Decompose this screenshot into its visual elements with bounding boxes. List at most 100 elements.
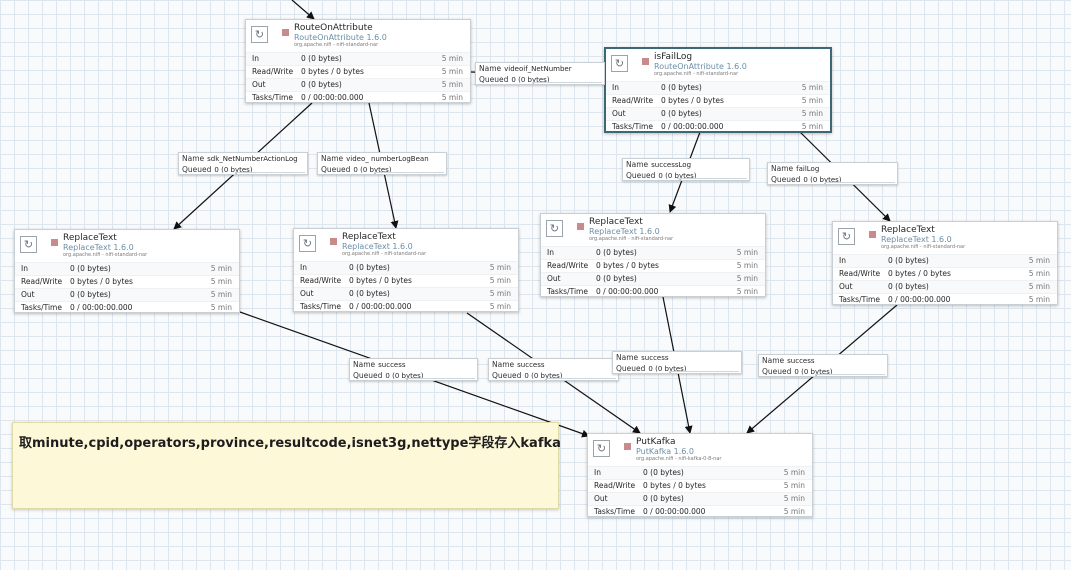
stat-value: 0 bytes / 0 bytes: [301, 67, 364, 76]
stat-label: Out: [612, 109, 626, 118]
stat-label: Tasks/Time: [839, 295, 880, 304]
processor-bundle: org.apache.nifi - nifi-standard-nar: [881, 244, 966, 250]
stat-window: 5 min: [441, 67, 463, 76]
processor-type: ReplaceText 1.6.0: [342, 242, 413, 251]
processor-name: ReplaceText: [881, 225, 935, 235]
stat-value: 0 / 00:00:00.000: [70, 303, 133, 312]
stat-window: 5 min: [783, 507, 805, 516]
stat-label: Read/Write: [547, 261, 589, 270]
stat-window: 5 min: [736, 261, 758, 270]
stat-label: In: [547, 248, 554, 257]
processor-routeonattribute[interactable]: ↻ RouteOnAttribute RouteOnAttribute 1.6.…: [245, 19, 471, 103]
stat-label: Out: [252, 80, 266, 89]
stat-label: Out: [547, 274, 561, 283]
stat-value: 0 / 00:00:00.000: [596, 287, 659, 296]
stat-label: Read/Write: [839, 269, 881, 278]
stopped-square-icon: [869, 231, 876, 238]
connection-name: success: [517, 361, 545, 369]
connection-name-label: Name: [616, 353, 639, 362]
connection-name-label: Name: [182, 154, 205, 163]
connection-queued: 0 (0 bytes): [524, 372, 563, 380]
processor-bundle: org.apache.nifi - nifi-standard-nar: [342, 251, 427, 257]
connection-name: success: [787, 357, 815, 365]
refresh-cycle-icon: ↻: [838, 228, 855, 245]
stat-label: Tasks/Time: [300, 302, 341, 311]
connection-queued-label: Queued: [616, 364, 646, 373]
stat-label: Out: [594, 494, 608, 503]
stat-label: Read/Write: [594, 481, 636, 490]
stat-window: 5 min: [801, 109, 823, 118]
stat-value: 0 / 00:00:00.000: [661, 122, 724, 131]
queue-bar: [669, 371, 739, 372]
processor-replacetext-4[interactable]: ↻ ReplaceText ReplaceText 1.6.0 org.apac…: [832, 221, 1058, 305]
processor-replacetext-3[interactable]: ↻ ReplaceText ReplaceText 1.6.0 org.apac…: [540, 213, 766, 297]
stat-label: In: [300, 263, 307, 272]
stat-value: 0 / 00:00:00.000: [643, 507, 706, 516]
edge-upstream: [291, 0, 315, 20]
stat-label: In: [252, 54, 259, 63]
stat-window: 5 min: [1028, 269, 1050, 278]
processor-isfaillog[interactable]: ↻ isFailLog RouteOnAttribute 1.6.0 org.a…: [604, 47, 832, 133]
stat-window: 5 min: [783, 494, 805, 503]
processor-replacetext-2[interactable]: ↻ ReplaceText ReplaceText 1.6.0 org.apac…: [293, 228, 519, 312]
stat-value: 0 (0 bytes): [888, 282, 929, 291]
stat-label: In: [839, 256, 846, 265]
queue-bar: [546, 378, 616, 379]
stat-value: 0 / 00:00:00.000: [301, 93, 364, 102]
processor-putkafka[interactable]: ↻ PutKafka PutKafka 1.6.0 org.apache.nif…: [587, 433, 813, 517]
stat-value: 0 (0 bytes): [596, 248, 637, 257]
connection-name-label: Name: [762, 356, 785, 365]
queue-bar: [374, 172, 444, 173]
connection-queued-label: Queued: [479, 75, 509, 84]
queue-bar: [235, 172, 305, 173]
queue-bar: [405, 378, 475, 379]
stat-window: 5 min: [783, 481, 805, 490]
processor-type: ReplaceText 1.6.0: [63, 243, 134, 252]
stat-value: 0 (0 bytes): [301, 54, 342, 63]
stat-window: 5 min: [210, 290, 232, 299]
connection-name-label: Name: [479, 64, 502, 73]
stopped-square-icon: [330, 238, 337, 245]
connection-queued: 0 (0 bytes): [803, 176, 842, 184]
processor-type: ReplaceText 1.6.0: [881, 235, 952, 244]
connection-queued: 0 (0 bytes): [648, 365, 687, 373]
stat-value: 0 (0 bytes): [596, 274, 637, 283]
connection-name-label: Name: [626, 160, 649, 169]
note-text: 取minute,cpid,operators,province,resultco…: [19, 436, 561, 451]
connection-name: videoif_NetNumber: [504, 65, 572, 73]
stat-label: Out: [300, 289, 314, 298]
stat-value: 0 bytes / 0 bytes: [643, 481, 706, 490]
processor-bundle: org.apache.nifi - nifi-standard-nar: [294, 42, 379, 48]
processor-replacetext-1[interactable]: ↻ ReplaceText ReplaceText 1.6.0 org.apac…: [14, 229, 240, 313]
stat-value: 0 / 00:00:00.000: [349, 302, 412, 311]
stat-window: 5 min: [801, 122, 823, 131]
connection-queued-label: Queued: [626, 171, 656, 180]
connection-name: video_ numberLogBean: [346, 155, 429, 163]
canvas-note-label[interactable]: 取minute,cpid,operators,province,resultco…: [12, 422, 561, 509]
connection-name-label: Name: [321, 154, 344, 163]
connection-name: success: [378, 361, 406, 369]
stat-label: Read/Write: [300, 276, 342, 285]
connection-name-label: Name: [492, 360, 515, 369]
